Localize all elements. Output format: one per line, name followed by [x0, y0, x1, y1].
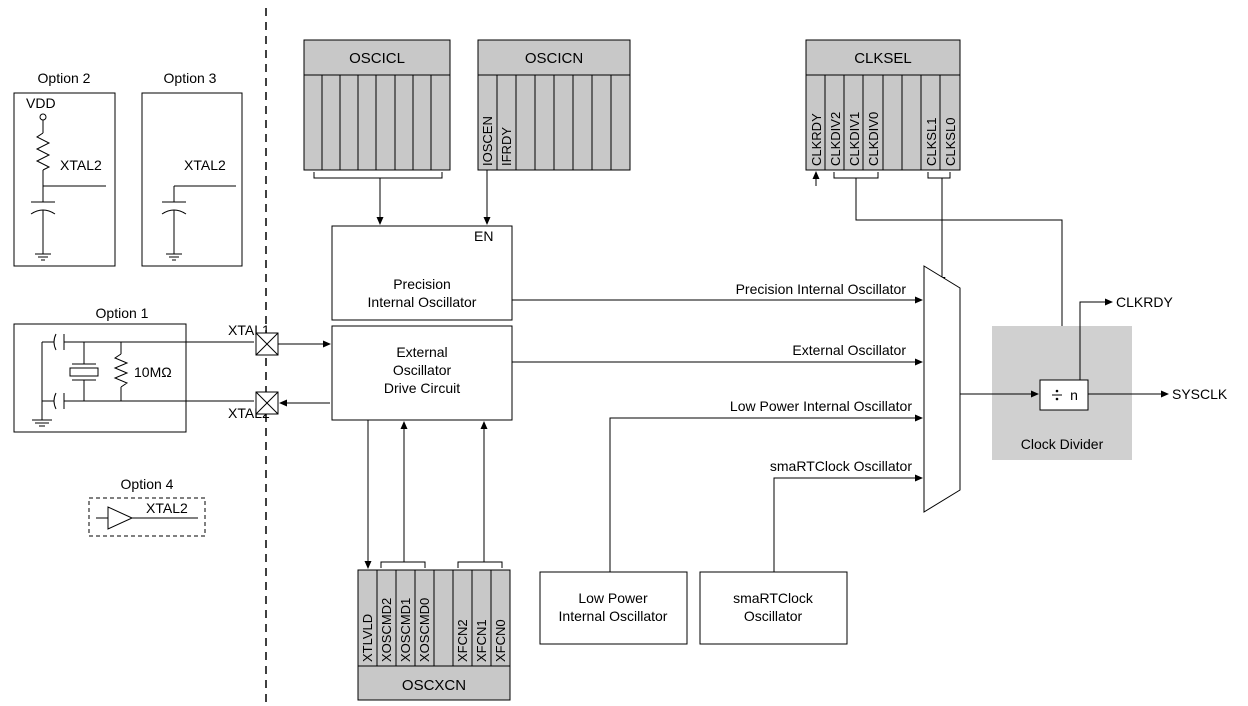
precision-en-label: EN: [474, 228, 493, 244]
lowpower-signal-label: Low Power Internal Oscillator: [730, 398, 912, 414]
smartclock-oscillator-block: [699, 571, 848, 645]
option2-xtal2-label: XTAL2: [60, 157, 102, 173]
option1-label: Option 1: [96, 305, 149, 321]
clkrdy-label: CLKRDY: [1116, 294, 1173, 310]
lowpower-signal-wire: [609, 414, 923, 572]
lowpower-block-line2: Internal Oscillator: [559, 608, 668, 624]
oscicl-title: OSCICL: [349, 50, 405, 67]
oscicn-title: OSCICN: [525, 50, 583, 67]
divide-icon: [1052, 389, 1062, 401]
divider-block: [1039, 379, 1089, 411]
clksel-title: CLKSEL: [854, 50, 912, 67]
oscxcn-bit-xtlvld: XTLVLD: [360, 614, 375, 662]
sysclk-label: SYSCLK: [1172, 386, 1228, 402]
external-oscillator-block: [331, 325, 513, 421]
smartclock-block-line1: smaRTClock: [733, 590, 814, 606]
clksel-bit-clkrdy: CLKRDY: [809, 113, 824, 166]
option3-xtal2-label: XTAL2: [184, 157, 226, 173]
oscxcn-bit-xfcn2: XFCN2: [455, 619, 470, 662]
external-block-line1: External: [396, 344, 447, 360]
oscicn-bit-ioscen: IOSCEN: [480, 116, 495, 166]
oscxcn-title: OSCXCN: [402, 677, 466, 694]
clksl-bracket: [927, 172, 951, 179]
oscxcn-bit-xoscmd1: XOSCMD1: [398, 598, 413, 662]
xfcn-bracket: [457, 561, 503, 568]
option3-label: Option 3: [164, 70, 217, 86]
oscxcn-register: [357, 569, 511, 701]
external-block-line2: Oscillator: [393, 362, 452, 378]
oscicn-bit-ifrdy: IFRDY: [499, 127, 514, 166]
option4-buffer: [96, 506, 198, 530]
xoscmd-bracket: [380, 561, 426, 568]
divider-symbol: n: [1070, 387, 1078, 403]
clksel-bit-clkdiv1: CLKDIV1: [847, 112, 862, 166]
option2-vdd-label: VDD: [26, 95, 56, 111]
option3-circuit: [161, 185, 236, 261]
oscicl-bracket: [313, 172, 443, 179]
lowpower-oscillator-block: [539, 571, 688, 645]
clkdiv-to-divider-wire: [855, 178, 1066, 379]
clock-divider-label: Clock Divider: [1021, 436, 1104, 452]
oscxcn-bit-xoscmd0: XOSCMD0: [417, 598, 432, 662]
option2-box: [13, 92, 116, 267]
precision-block-line1: Precision: [393, 276, 451, 292]
clksel-bit-clksl0: CLKSL0: [943, 118, 958, 166]
clksel-register: [805, 39, 961, 171]
clock-source-mux: [923, 265, 961, 513]
precision-oscillator-block: [331, 225, 513, 321]
option2-circuit: [30, 113, 106, 261]
xtal2-pad: [255, 391, 279, 415]
clkdiv-bracket: [833, 172, 879, 179]
oscxcn-bit-xfcn1: XFCN1: [474, 619, 489, 662]
option4-xtal2-label: XTAL2: [146, 500, 188, 516]
option1-resistor-label: 10MΩ: [134, 364, 172, 380]
smartclock-signal-label: smaRTClock Oscillator: [770, 458, 912, 474]
lowpower-block-line1: Low Power: [578, 590, 648, 606]
precision-block-line2: Internal Oscillator: [368, 294, 477, 310]
oscxcn-bit-xfcn0: XFCN0: [493, 619, 508, 662]
oscicl-register: [303, 39, 451, 171]
external-block-line3: Drive Circuit: [384, 380, 460, 396]
clkrdy-output-wire: [1079, 298, 1113, 380]
option1-circuit: [32, 333, 254, 427]
oscicn-register: [477, 39, 631, 171]
clksel-bit-clksl1: CLKSL1: [924, 118, 939, 166]
oscxcn-bit-xoscmd2: XOSCMD2: [379, 598, 394, 662]
option3-box: [141, 92, 243, 267]
external-signal-label: External Oscillator: [792, 342, 906, 358]
smartclock-block-line2: Oscillator: [744, 608, 803, 624]
smartclock-signal-wire: [773, 474, 923, 572]
precision-signal-label: Precision Internal Oscillator: [736, 281, 907, 297]
option2-label: Option 2: [38, 70, 91, 86]
clksel-bit-clkdiv2: CLKDIV2: [828, 112, 843, 166]
option4-label: Option 4: [121, 476, 174, 492]
clksel-bit-clkdiv0: CLKDIV0: [866, 112, 881, 166]
xtal1-pad: [255, 332, 279, 356]
